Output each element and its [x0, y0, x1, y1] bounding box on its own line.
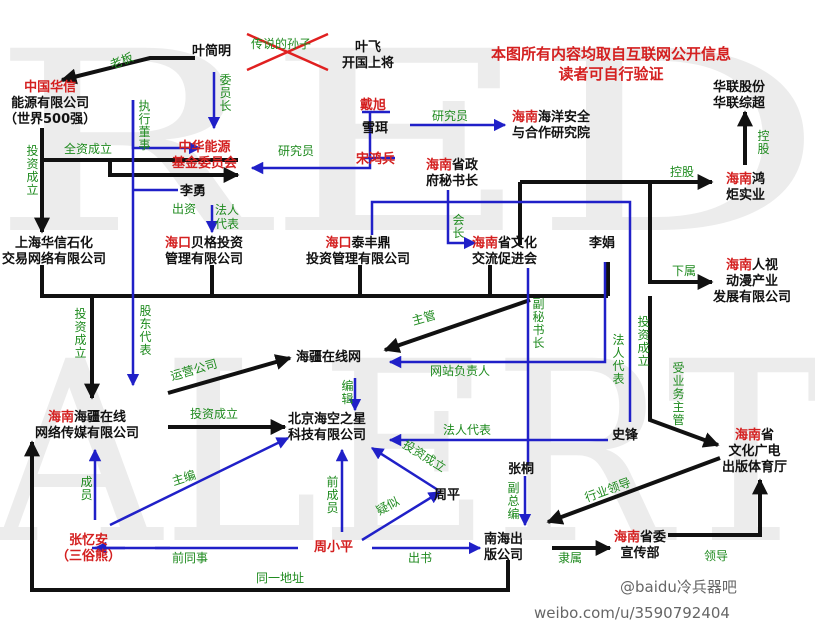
node-ye-jianming: 叶简明: [192, 44, 232, 59]
node-press-bureau: 海南省 文化广电 出版体育厅: [722, 428, 788, 475]
node-foundation: 中华能源 基金委员会: [172, 140, 238, 171]
label-rumored: 传说的孙子: [251, 37, 312, 51]
edge-boss: [60, 56, 195, 85]
disclaimer-notice: 本图所有内容均取自互联网公开信息 读者可自行验证: [490, 45, 731, 83]
label-invested-left: 投资成立: [26, 144, 39, 197]
label-fully-invested: 全资成立: [64, 142, 113, 156]
label-legal-rep-lijuan: 法人代表: [612, 333, 625, 386]
node-dai-xu: 戴旭: [360, 98, 387, 113]
edge-bottom-bus: [40, 265, 608, 298]
node-haijiang-net: 海疆在线网: [296, 350, 362, 365]
edge-subsidiary: [648, 182, 714, 290]
node-nanhai-pub: 南海出 版公司: [484, 532, 524, 563]
watermark-alert: ALERT: [0, 308, 815, 599]
node-beige: 海口贝格投资 管理有限公司: [165, 236, 244, 267]
label-same-address: 同一地址: [256, 571, 305, 585]
edge-business-supervisor: [648, 296, 720, 448]
label-holding-top: 控股: [670, 165, 695, 179]
node-cefc: 中国华信 能源有限公司 （世界500强）: [4, 80, 97, 127]
node-zhou-ping: 周平: [434, 488, 461, 503]
edge-operating: [167, 354, 292, 395]
label-former-colleague: 前同事: [172, 551, 209, 565]
edge-researcher-left: [252, 110, 395, 168]
edge-legal-rep-lijuan: [388, 262, 607, 369]
watermark-red: RED: [0, 0, 815, 289]
node-honghju: 海南鸿 炬实业: [726, 172, 766, 203]
node-shi-feng: 史锋: [612, 428, 639, 443]
edge-same-address: [24, 440, 510, 592]
edge-bus-drops: [210, 262, 610, 296]
node-ocean-institute: 海南海洋安全 与合作研究院: [512, 110, 591, 141]
node-zhang-tong: 张桐: [508, 462, 535, 477]
node-shanghai-huaxin: 上海华信石化 交易网络有限公司: [2, 236, 107, 267]
label-business-supervisor: 受业务主管: [672, 361, 685, 427]
node-beijing-star: 北京海空之星 科技有限公司: [288, 412, 367, 443]
node-culture-assoc: 海南省文化 交流促进会: [472, 236, 538, 267]
label-invested-star: 投资成立: [190, 407, 239, 421]
label-capital: 出资: [172, 202, 197, 216]
node-zhang-yian: 张忆安 （三俗熊）: [56, 533, 122, 564]
label-committee: 委员长: [219, 73, 232, 113]
node-zhou-xiaoping: 周小平: [314, 540, 354, 555]
edge-suspected: [361, 490, 442, 542]
label-deputy-secgen: 副秘书长: [532, 297, 545, 350]
strikeout-rumor: [246, 32, 329, 72]
label-member: 成员: [80, 475, 93, 502]
edge-chairman: [446, 190, 477, 250]
node-propaganda: 海南省委 宣传部: [614, 530, 667, 561]
edge-lead: [668, 478, 768, 537]
label-shareholder-rep: 股东代表: [139, 304, 152, 357]
label-holding-right: 控股: [757, 129, 770, 156]
label-lead: 领导: [704, 549, 729, 563]
label-researcher-left: 研究员: [278, 144, 315, 158]
label-invested-media: 投资成立: [74, 307, 87, 360]
label-subsidiary: 下属: [672, 264, 697, 278]
edge-supervisor: [383, 298, 531, 353]
node-li-yong: 李勇: [180, 184, 207, 199]
edge-invested-zhouping: [370, 446, 439, 492]
credit-weibo: weibo.com/u/3590792404: [534, 604, 730, 622]
edge-secgen-link: [370, 200, 632, 422]
label-legal-rep-shifeng: 法人代表: [443, 423, 492, 437]
label-publish-book: 出书: [408, 551, 433, 565]
label-chairman: 会长: [452, 213, 465, 240]
node-hainan-secgen: 海南省政 府秘书长: [426, 158, 479, 189]
edge-industry-lead: [546, 456, 721, 525]
label-researcher-right: 研究员: [432, 109, 469, 123]
credit-baidu: @baidu冷兵器吧: [620, 578, 737, 596]
label-affiliated: 隶属: [558, 551, 583, 565]
edge-fully-invested: [108, 160, 240, 183]
node-ye-fei: 叶飞 开国上将: [342, 40, 395, 71]
label-invested-lijuan: 投资成立: [637, 315, 650, 368]
label-legal-rep-top: 法人代表: [215, 203, 240, 231]
label-exec-director: 执行董事: [138, 99, 151, 152]
node-taifengding: 海口泰丰鼎 投资管理有限公司: [306, 236, 411, 267]
label-editor: 编辑: [341, 379, 354, 406]
node-hualian: 华联股份 华联综超: [713, 80, 766, 111]
label-site-manager: 网站负责人: [430, 364, 491, 378]
label-deputy-chief: 副总编: [507, 481, 520, 521]
label-former-member: 前成员: [326, 475, 339, 515]
edge-chief-editor: [109, 436, 290, 527]
node-li-juan: 李娟: [589, 236, 616, 251]
node-renshi: 海南人视 动漫产业 发展有限公司: [713, 258, 792, 305]
node-haijiang-media: 海南海疆在线 网络传媒有限公司: [35, 410, 140, 441]
node-xue-hui: 雪珥: [362, 121, 389, 136]
node-song-hongbing: 宋鸿兵: [356, 152, 396, 167]
